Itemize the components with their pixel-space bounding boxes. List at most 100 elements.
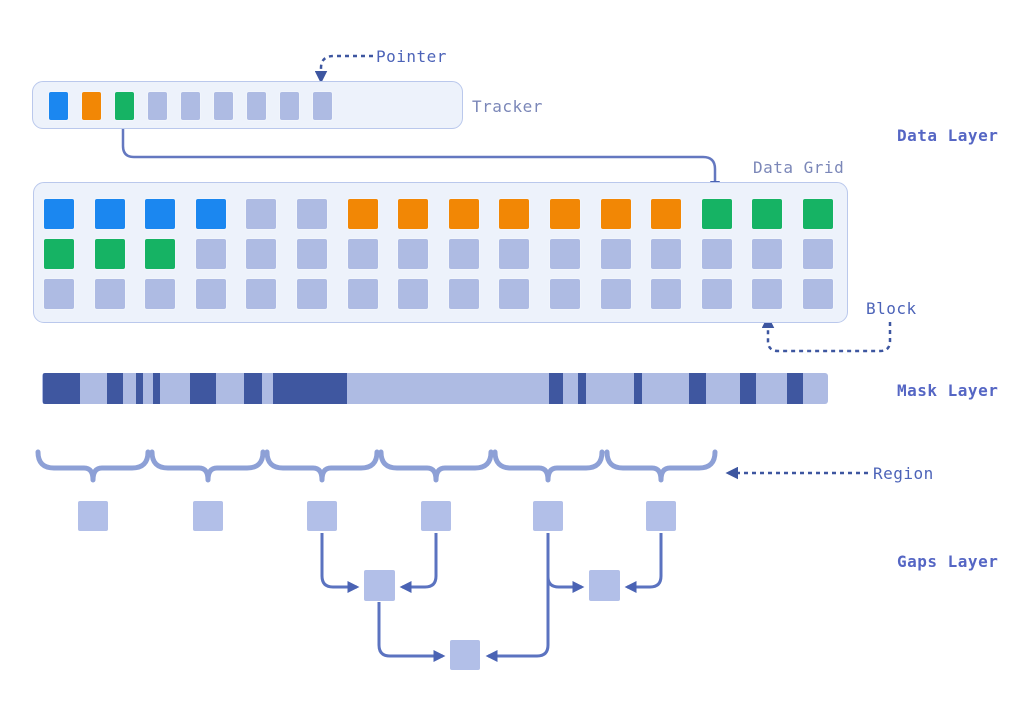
grid-cell-r1c11	[550, 199, 580, 229]
grid-cell-r1c4	[196, 199, 226, 229]
grid-cell-r1c16	[803, 199, 833, 229]
grid-cell-r2c13	[651, 239, 681, 269]
mask-layer-label: Mask Layer	[897, 381, 999, 400]
mask-segment-12	[740, 373, 756, 404]
gap-square-6	[646, 501, 676, 531]
region-brace-4	[378, 449, 494, 483]
gap3-to-mergeA-arrow	[320, 533, 360, 593]
grid-cell-r2c3	[145, 239, 175, 269]
root-square	[450, 640, 480, 670]
grid-cell-r3c6	[297, 279, 327, 309]
grid-cell-r1c15	[752, 199, 782, 229]
grid-cell-r3c1	[44, 279, 74, 309]
region-brace-2	[149, 449, 266, 483]
mask-segment-10	[634, 373, 642, 404]
mask-segment-7	[273, 373, 347, 404]
grid-cell-r3c7	[348, 279, 378, 309]
tracker-label: Tracker	[472, 97, 543, 116]
mask-segment-2	[107, 373, 123, 404]
grid-cell-r1c9	[449, 199, 479, 229]
grid-cell-r2c1	[44, 239, 74, 269]
grid-cell-r1c6	[297, 199, 327, 229]
tracker-cell-8	[280, 92, 299, 120]
grid-cell-r2c11	[550, 239, 580, 269]
grid-cell-r2c15	[752, 239, 782, 269]
tracker-cell-5	[181, 92, 200, 120]
grid-cell-r2c14	[702, 239, 732, 269]
mask-segment-11	[689, 373, 706, 404]
grid-cell-r2c16	[803, 239, 833, 269]
tracker-to-grid-arrow	[121, 119, 720, 191]
grid-cell-r2c5	[246, 239, 276, 269]
grid-cell-r2c4	[196, 239, 226, 269]
grid-cell-r3c3	[145, 279, 175, 309]
tracker-cell-2	[82, 92, 101, 120]
grid-cell-r1c8	[398, 199, 428, 229]
pointer-arrow	[314, 54, 373, 84]
data-grid-label: Data Grid	[753, 158, 845, 177]
grid-cell-r1c2	[95, 199, 125, 229]
grid-cell-r3c9	[449, 279, 479, 309]
region-brace-5	[492, 449, 605, 483]
gap-square-2	[193, 501, 223, 531]
grid-cell-r1c1	[44, 199, 74, 229]
gap5-to-mergeB-arrow	[546, 576, 585, 593]
block-label: Block	[866, 299, 917, 318]
grid-cell-r3c12	[601, 279, 631, 309]
data-grid-box	[33, 182, 848, 323]
grid-cell-r3c15	[752, 279, 782, 309]
mask-segment-8	[549, 373, 563, 404]
mask-segment-1	[43, 373, 80, 404]
gap4-to-mergeA-arrow	[399, 533, 438, 593]
mergeA-to-root-arrow	[377, 602, 446, 662]
tracker-cell-7	[247, 92, 266, 120]
tracker-cell-4	[148, 92, 167, 120]
region-label: Region	[873, 464, 934, 483]
gap-square-5	[533, 501, 563, 531]
grid-cell-r3c4	[196, 279, 226, 309]
mask-layer-bar	[42, 373, 828, 404]
grid-cell-r3c16	[803, 279, 833, 309]
region-brace-6	[604, 449, 718, 483]
merge-square-a	[364, 570, 395, 601]
grid-cell-r3c10	[499, 279, 529, 309]
tracker-cell-3	[115, 92, 134, 120]
grid-cell-r1c5	[246, 199, 276, 229]
mask-segment-13	[787, 373, 803, 404]
gap6-to-mergeB-arrow	[624, 533, 663, 593]
grid-cell-r2c9	[449, 239, 479, 269]
grid-cell-r3c8	[398, 279, 428, 309]
grid-cell-r2c8	[398, 239, 428, 269]
region-brace-3	[264, 449, 380, 483]
gap-square-3	[307, 501, 337, 531]
gap5-to-root-arrow	[485, 533, 550, 662]
mask-segment-3	[136, 373, 143, 404]
grid-cell-r2c2	[95, 239, 125, 269]
region-brace-1	[35, 449, 151, 483]
grid-cell-r1c13	[651, 199, 681, 229]
tracker-cell-6	[214, 92, 233, 120]
mask-segment-4	[153, 373, 160, 404]
gaps-layer-label: Gaps Layer	[897, 552, 999, 571]
grid-cell-r2c12	[601, 239, 631, 269]
grid-cell-r3c14	[702, 279, 732, 309]
grid-cell-r1c3	[145, 199, 175, 229]
gap-square-4	[421, 501, 451, 531]
data-layer-label: Data Layer	[897, 126, 999, 145]
pointer-label: Pointer	[376, 47, 447, 66]
grid-cell-r1c14	[702, 199, 732, 229]
gap-square-1	[78, 501, 108, 531]
grid-cell-r2c6	[297, 239, 327, 269]
tracker-cell-9	[313, 92, 332, 120]
grid-cell-r3c2	[95, 279, 125, 309]
grid-cell-r3c5	[246, 279, 276, 309]
tracker-box	[32, 81, 463, 129]
mask-segment-6	[244, 373, 262, 404]
grid-cell-r1c10	[499, 199, 529, 229]
mask-segment-9	[578, 373, 586, 404]
grid-cell-r1c12	[601, 199, 631, 229]
grid-cell-r2c10	[499, 239, 529, 269]
tracker-cell-1	[49, 92, 68, 120]
grid-cell-r3c13	[651, 279, 681, 309]
